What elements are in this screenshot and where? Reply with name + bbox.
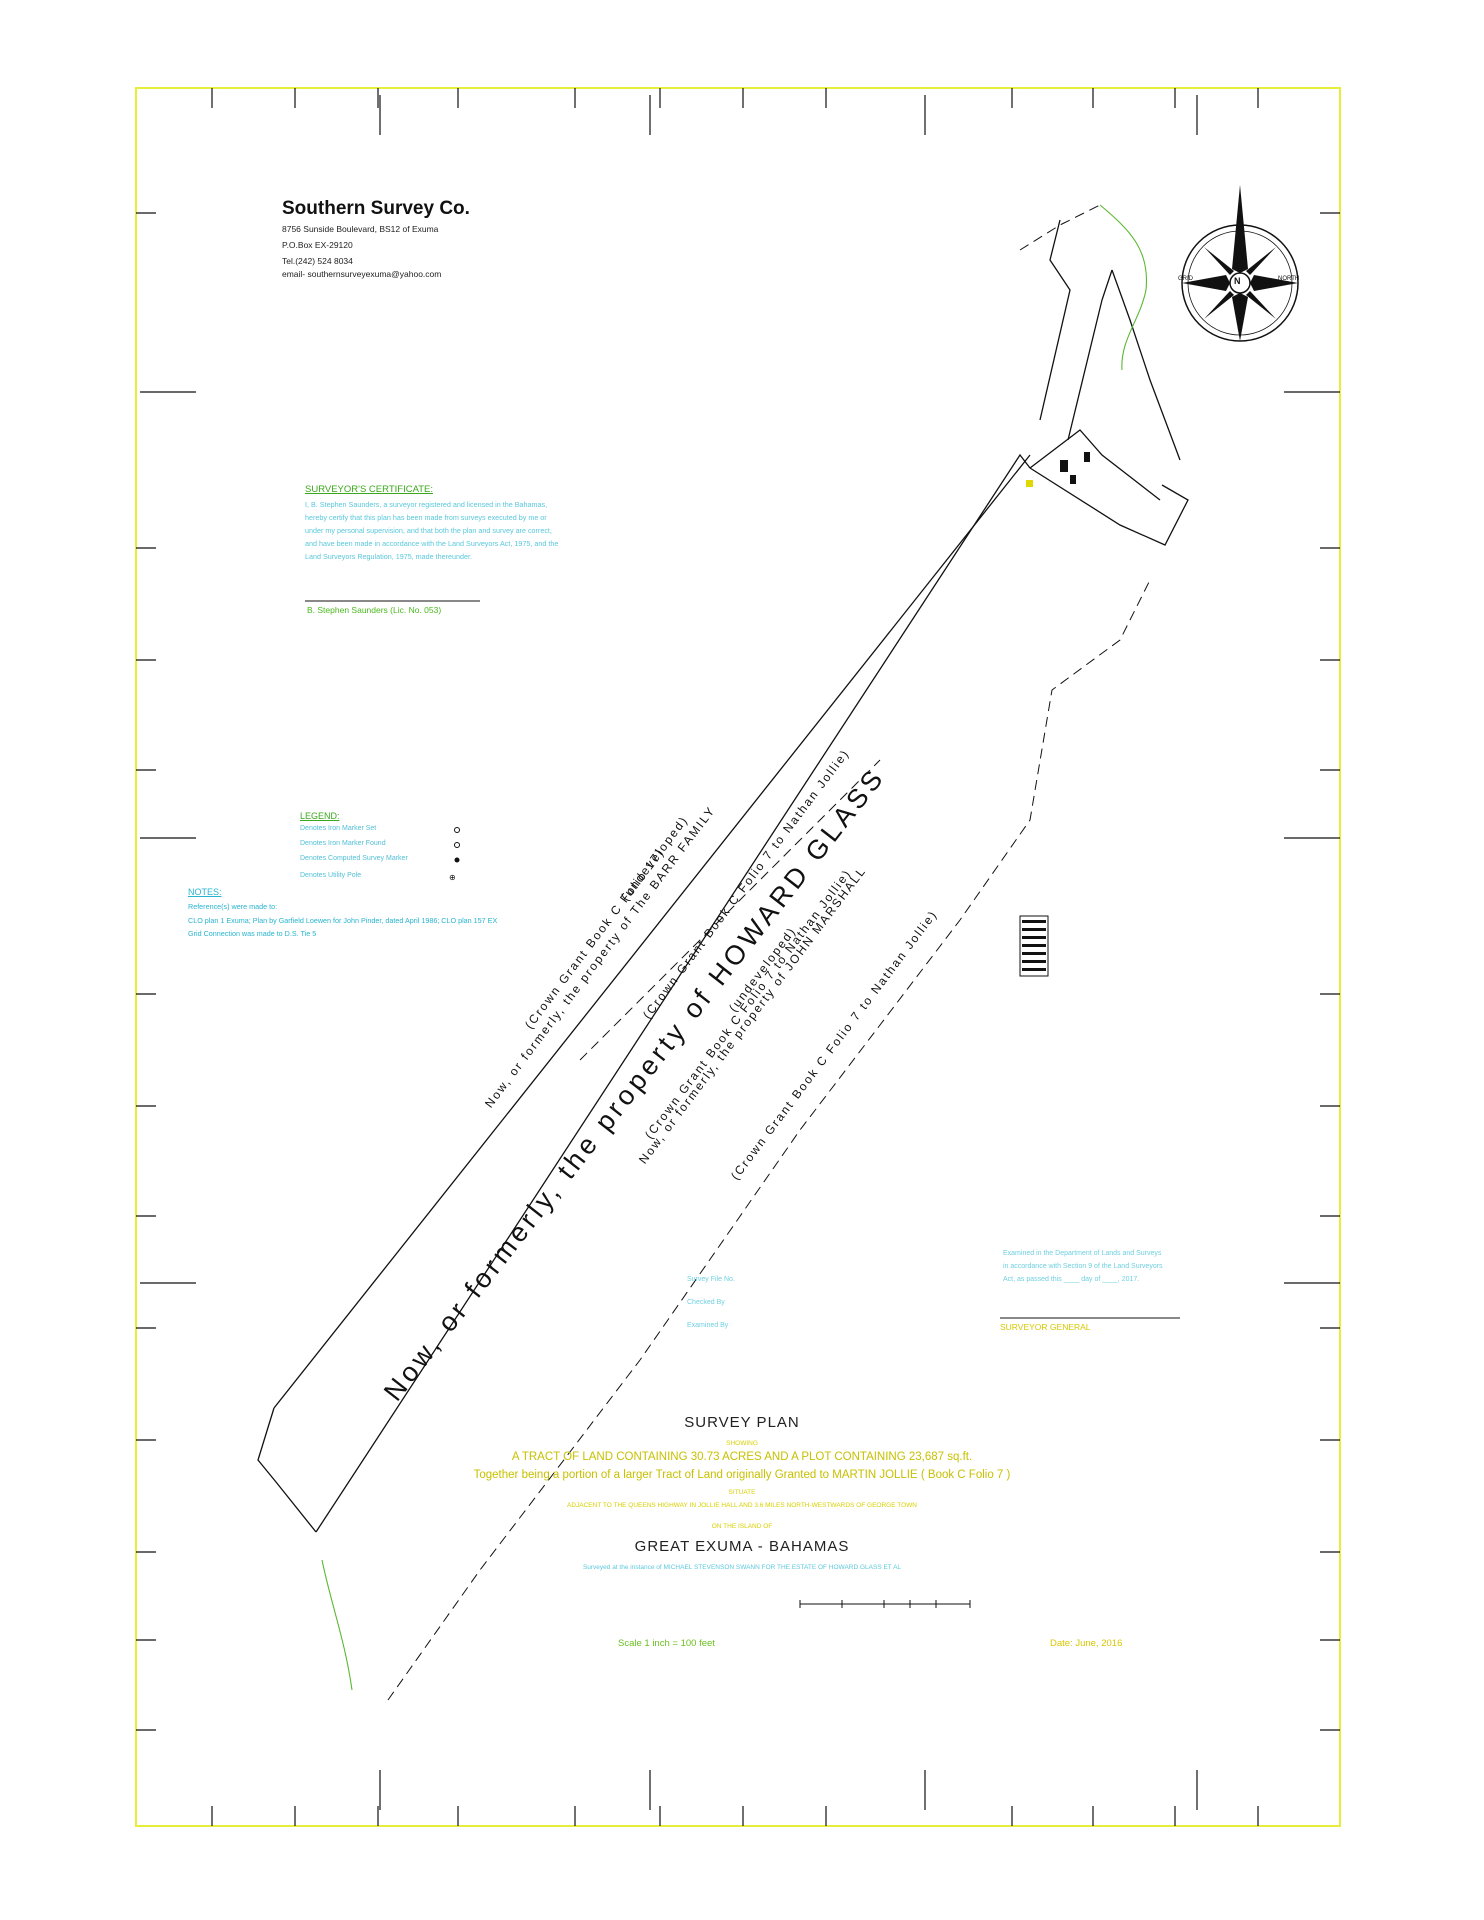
- showing-label: SHOWING: [726, 1440, 758, 1447]
- location-relation: ADJACENT TO THE QUEENS HIGHWAY IN JOLLIE…: [567, 1502, 917, 1509]
- notes-title: NOTES:: [188, 887, 222, 897]
- boundary-line: [1039, 219, 1071, 421]
- compass-north-label: NORTH: [1278, 276, 1300, 282]
- dashed-boundary: [579, 759, 881, 1061]
- boundary-line: [1029, 467, 1189, 546]
- parcel-boundaries: [257, 219, 1189, 1533]
- survey-file-label: Survey File No.: [687, 1276, 735, 1283]
- boundary-line: [273, 454, 1031, 1409]
- legend-item: Denotes Iron Marker Set: [300, 825, 377, 832]
- approval-line: in accordance with Section 9 of the Land…: [1003, 1263, 1163, 1270]
- svg-text:⊕: ⊕: [449, 873, 456, 882]
- situate-label: SITUATE: [728, 1489, 756, 1496]
- scale-label: Scale 1 inch = 100 feet: [618, 1638, 715, 1649]
- certificate-body: I, B. Stephen Saunders, a surveyor regis…: [305, 500, 559, 561]
- boundary-line: [315, 453, 1031, 1533]
- legend-symbols: ⊕: [449, 827, 460, 882]
- compass-n-label: N: [1234, 276, 1241, 286]
- scale-bar: [799, 1600, 971, 1608]
- company-name: Southern Survey Co.: [282, 198, 470, 219]
- notes-line: Reference(s) were made to:: [188, 902, 278, 911]
- company-email: email- southernsurveyexuma@yahoo.com: [282, 269, 442, 279]
- compass-grid-label: GRID: [1178, 276, 1193, 282]
- place-name: GREAT EXUMA - BAHAMAS: [634, 1538, 850, 1555]
- notes-line: CLO plan 1 Exuma; Plan by Garfield Loewe…: [188, 916, 498, 925]
- legend-item: Denotes Utility Pole: [300, 872, 362, 879]
- company-po-box: P.O.Box EX-29120: [282, 240, 353, 250]
- certificate-signature: B. Stephen Saunders (Lic. No. 053): [307, 605, 442, 615]
- plan-title: SURVEY PLAN: [684, 1414, 800, 1431]
- coordinate-table: [1019, 915, 1049, 977]
- island-prefix: ON THE ISLAND OF: [711, 1523, 773, 1530]
- north-arrow-icon: [1181, 185, 1299, 342]
- boundary-line: [1029, 429, 1161, 501]
- dashed-boundary: [1019, 204, 1101, 251]
- dashed-boundary: [387, 579, 1151, 1701]
- approval-line: Act, as passed this ____ day of ____, 20…: [1003, 1276, 1140, 1283]
- certificate-title: SURVEYOR'S CERTIFICATE:: [305, 484, 433, 495]
- legend-title: LEGEND:: [300, 811, 340, 821]
- coastline: [321, 204, 1148, 1691]
- dashed-boundaries: [387, 204, 1151, 1701]
- legend-item: Denotes Iron Marker Found: [300, 840, 386, 847]
- structures: [1026, 452, 1090, 487]
- company-tel: Tel.(242) 524 8034: [282, 256, 353, 266]
- company-address: 8756 Sunside Boulevard, BS12 of Exuma: [282, 224, 439, 234]
- examined-by-label: Examined By: [687, 1322, 729, 1329]
- legend-item: Denotes Computed Survey Marker: [300, 855, 408, 862]
- approval-line: Examined in the Department of Lands and …: [1003, 1250, 1162, 1257]
- checked-by-label: Checked By: [687, 1299, 725, 1306]
- date-label: Date: June, 2016: [1050, 1638, 1123, 1649]
- surveyor-general-label: SURVEYOR GENERAL: [1000, 1322, 1091, 1332]
- surveyed-for: Surveyed at the instance of MICHAEL STEV…: [582, 1564, 902, 1571]
- grid-ticks: [136, 88, 1340, 1826]
- boundary-line: [1111, 269, 1181, 461]
- sheet-border: [135, 87, 1341, 1827]
- notes-line: Grid Connection was made to D.S. Tie 5: [188, 929, 317, 938]
- tract-description: A TRACT OF LAND CONTAINING 30.73 ACRES A…: [511, 1451, 973, 1463]
- grant-description: Together being a portion of a larger Tra…: [473, 1469, 1011, 1481]
- boundary-line: [1067, 269, 1113, 441]
- boundary-line: [257, 1407, 317, 1533]
